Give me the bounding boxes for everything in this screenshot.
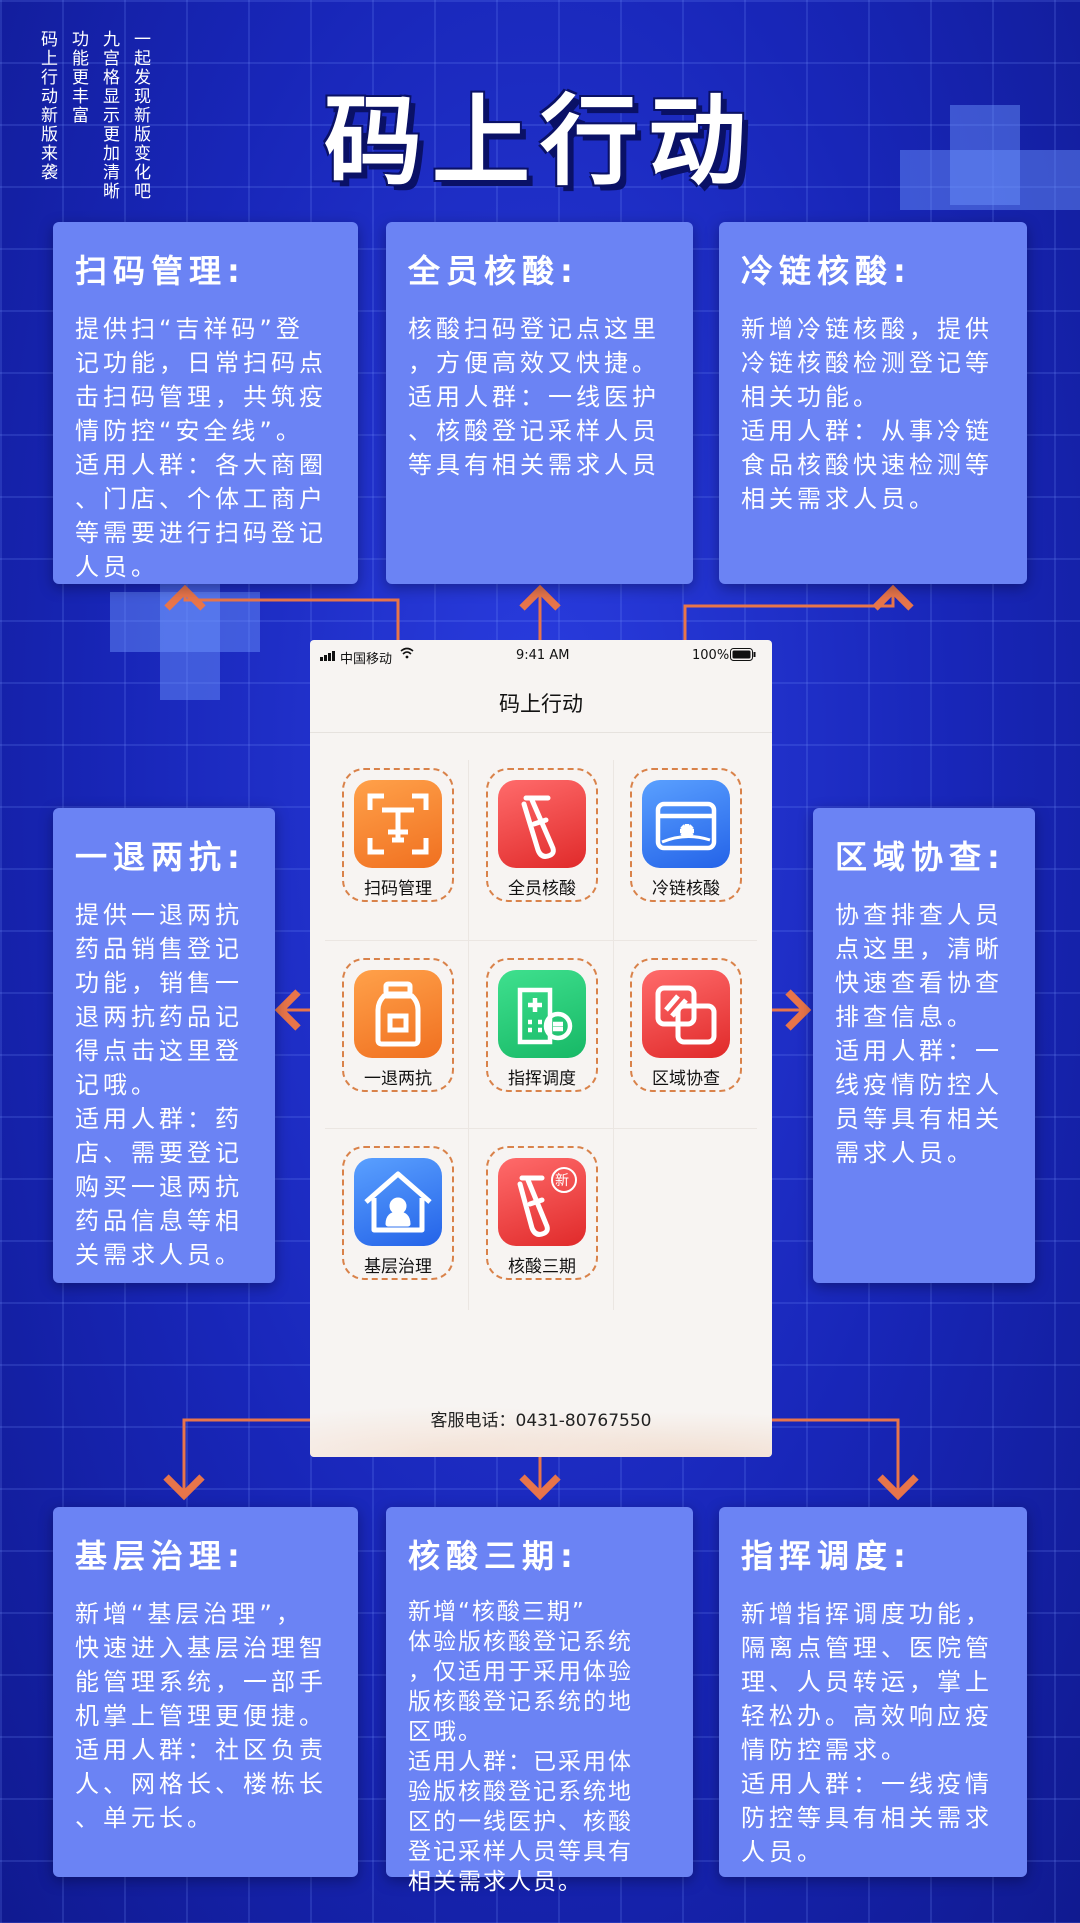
card-nucleic-phase3: 核酸三期: 新增“核酸三期” 体验版核酸登记系统 ，仅适用于采用体验 版核酸登记… — [386, 1507, 693, 1895]
card-command-dispatch: 指挥调度: 新增指挥调度功能， 隔离点管理、医院管 理、人员转运，掌上 轻松办。… — [719, 1507, 1027, 1877]
app-label: 基层治理 — [364, 1257, 432, 1277]
card-title: 区域协查: — [835, 838, 1006, 876]
carrier-label: 中国移动 — [340, 652, 393, 667]
card-title: 一退两抗: — [75, 838, 246, 876]
card-grassroots-governance: 基层治理: 新增“基层治理”， 快速进入基层治理智 能管理系统，一部手 机掌上管… — [53, 1507, 358, 1877]
new-badge: 新 — [555, 1173, 569, 1189]
grid-line — [325, 1128, 757, 1129]
side-text-3: 九宫格显示更加清晰 — [99, 30, 119, 201]
card-body: 提供一退两抗 药品销售登记 功能，销售一 退两抗药品记 得点击这里登 记哦。 适… — [75, 901, 243, 1269]
side-text-2: 功能更丰富 — [68, 30, 88, 125]
test-tube-icon — [498, 780, 586, 868]
card-all-nucleic-acid: 全员核酸: 核酸扫码登记点这里 ，方便高效又快捷。 适用人群：一线医护 、核酸登… — [386, 222, 693, 584]
deco-cross — [950, 105, 1020, 205]
app-scan-management[interactable]: 扫码管理 — [342, 768, 454, 902]
divider — [310, 732, 772, 733]
deco-cross — [900, 150, 1080, 210]
medicine-bottle-icon — [354, 970, 442, 1058]
time-label: 9:41 AM — [516, 648, 570, 663]
card-body: 核酸扫码登记点这里 ，方便高效又快捷。 适用人群：一线医护 、核酸登记采样人员 … — [408, 315, 660, 479]
app-label: 一退两抗 — [364, 1069, 432, 1089]
app-nucleic-phase3[interactable]: 新 核酸三期 — [486, 1146, 598, 1280]
card-region-investigation: 区域协查: 协查排查人员 点这里，清晰 快速查看协查 排查信息。 适用人群：一 … — [813, 808, 1035, 1283]
grid-line — [613, 760, 614, 1310]
signal-icon — [320, 650, 336, 665]
overlap-squares-icon — [642, 970, 730, 1058]
page-title: 码上行动 — [323, 85, 756, 199]
card-title: 基层治理: — [75, 1537, 246, 1575]
app-label: 指挥调度 — [508, 1069, 576, 1089]
side-text-4: 一起发现新版变化吧 — [130, 30, 150, 201]
card-cold-chain: 冷链核酸: 新增冷链核酸，提供 冷链核酸检测登记等 相关功能。 适用人群：从事冷… — [719, 222, 1027, 584]
app-label: 全员核酸 — [508, 879, 576, 899]
customer-service-phone[interactable]: 客服电话：0431-80767550 — [430, 1411, 652, 1431]
card-scan-management: 扫码管理: 提供扫“吉祥码”登 记功能，日常扫码点 击扫码管理，共筑疫 情防控“… — [53, 222, 358, 584]
hospital-icon — [498, 970, 586, 1058]
card-body: 协查排查人员 点这里，清晰 快速查看协查 排查信息。 适用人群：一 线疫情防控人… — [835, 901, 1003, 1167]
phone-screen: 中国移动 9:41 AM 100% 码上行动 扫码管理 全员核酸 冷链核酸 — [310, 640, 772, 1457]
card-retreat-antibiotics: 一退两抗: 提供一退两抗 药品销售登记 功能，销售一 退两抗药品记 得点击这里登… — [53, 808, 275, 1283]
house-icon — [354, 1158, 442, 1246]
app-grassroots-governance[interactable]: 基层治理 — [342, 1146, 454, 1280]
card-body: 提供扫“吉祥码”登 记功能，日常扫码点 击扫码管理，共筑疫 情防控“安全线”。 … — [75, 315, 327, 581]
footer-wave — [310, 1397, 772, 1457]
app-label: 区域协查 — [652, 1069, 720, 1089]
app-label: 冷链核酸 — [652, 879, 720, 899]
card-title: 指挥调度: — [741, 1537, 912, 1575]
card-title: 扫码管理: — [75, 252, 246, 290]
app-all-nucleic-acid[interactable]: 全员核酸 — [486, 768, 598, 902]
wifi-icon — [400, 647, 414, 663]
battery-label: 100% — [692, 648, 730, 663]
app-label: 核酸三期 — [508, 1257, 576, 1277]
grid-line — [468, 760, 469, 1310]
cold-box-icon — [642, 780, 730, 868]
app-region-investigation[interactable]: 区域协查 — [630, 958, 742, 1092]
card-body: 新增“核酸三期” 体验版核酸登记系统 ，仅适用于采用体验 版核酸登记系统的地 区… — [408, 1599, 633, 1895]
card-title: 全员核酸: — [408, 252, 579, 290]
card-title: 冷链核酸: — [741, 252, 912, 290]
scan-icon — [354, 780, 442, 868]
app-command-dispatch[interactable]: 指挥调度 — [486, 958, 598, 1092]
side-text-1: 码上行动新版来袭 — [37, 30, 57, 182]
card-title: 核酸三期: — [408, 1537, 579, 1575]
card-body: 新增冷链核酸，提供 冷链核酸检测登记等 相关功能。 适用人群：从事冷链 食品核酸… — [741, 315, 993, 513]
app-retreat-antibiotics[interactable]: 一退两抗 — [342, 958, 454, 1092]
card-body: 新增指挥调度功能， 隔离点管理、医院管 理、人员转运，掌上 轻松办。高效响应疫 … — [741, 1600, 993, 1866]
app-label: 扫码管理 — [364, 879, 432, 899]
card-body: 新增“基层治理”， 快速进入基层治理智 能管理系统，一部手 机掌上管理更便捷。 … — [75, 1600, 327, 1832]
app-title: 码上行动 — [499, 692, 583, 716]
test-tube-new-icon: 新 — [498, 1158, 586, 1246]
battery-icon — [730, 648, 756, 665]
status-bar: 中国移动 9:41 AM 100% — [310, 640, 772, 670]
grid-line — [325, 940, 757, 941]
app-cold-chain[interactable]: 冷链核酸 — [630, 768, 742, 902]
